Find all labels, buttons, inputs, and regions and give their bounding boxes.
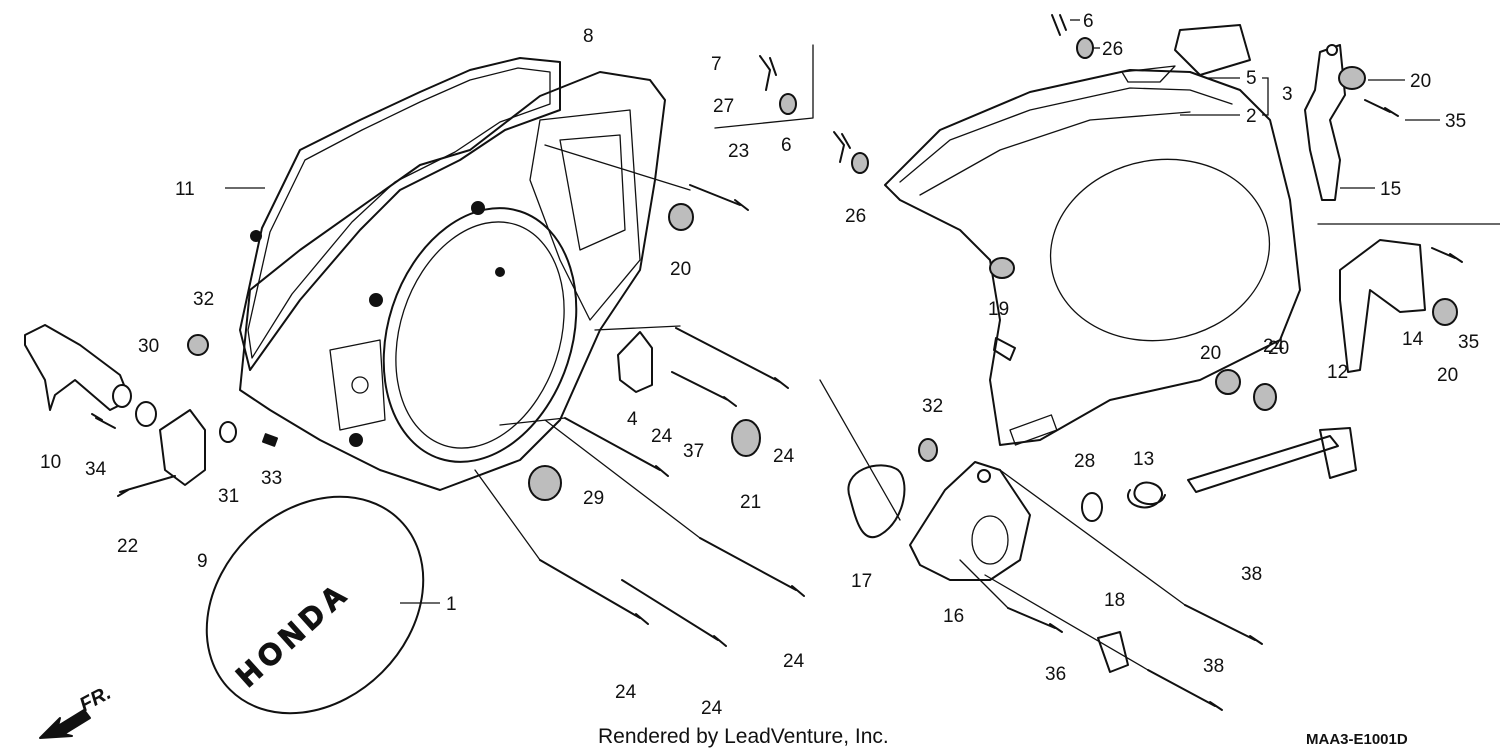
holder-part-9 [159, 409, 206, 486]
callout: 28 [1074, 451, 1095, 472]
callout: 14 [1402, 329, 1424, 350]
callout: 17 [851, 571, 872, 592]
left-crankcase-cover [239, 71, 666, 491]
front-direction-arrow [39, 709, 91, 739]
callout: 20 [670, 259, 691, 280]
callout: 6 [1083, 11, 1094, 32]
exploded-drawing: HONDA [24, 14, 1500, 739]
cover-opening-ring [382, 207, 578, 463]
callout: 38 [1203, 656, 1224, 677]
callout: 33 [261, 468, 282, 489]
callout: 19 [988, 299, 1009, 320]
callout: 5 [1246, 68, 1257, 89]
callout: 21 [740, 492, 761, 513]
callout: 34 [85, 459, 107, 480]
callout: 18 [1104, 590, 1125, 611]
footer-credit: Rendered by LeadVenture, Inc. [598, 725, 889, 748]
callout: 20 [1268, 338, 1289, 359]
callout: 32 [193, 289, 214, 310]
callout: 24 [783, 651, 805, 672]
callout: 27 [713, 96, 734, 117]
bracket-part-4 [617, 331, 653, 393]
callout: 22 [117, 536, 138, 557]
callout: 23 [728, 141, 749, 162]
callout: 36 [1045, 664, 1066, 685]
callout: 7 [711, 54, 722, 75]
callout: 26 [845, 206, 866, 227]
callout: 26 [1102, 39, 1123, 60]
callout: 4 [627, 409, 638, 430]
bracket-part-14 [1339, 239, 1426, 373]
callout: 15 [1380, 179, 1401, 200]
pipe-part-10 [24, 324, 131, 411]
callout: 3 [1282, 84, 1293, 105]
callout: 1 [446, 594, 457, 615]
brand-marking: HONDA [231, 575, 357, 693]
diagram-code: MAA3-E1001D [1306, 731, 1408, 748]
callout: 20 [1410, 71, 1431, 92]
callout: 35 [1445, 111, 1466, 132]
callout: 24 [651, 426, 673, 447]
callout: 30 [138, 336, 159, 357]
callout: 24 [773, 446, 795, 467]
callout: 24 [701, 698, 723, 719]
o-ring-part-17 [847, 464, 906, 539]
callout: 24 [1263, 336, 1285, 357]
callout: 24 [615, 682, 637, 703]
callout: 10 [40, 452, 61, 473]
callout: 29 [583, 488, 604, 509]
pad-part-5 [1174, 24, 1251, 76]
leader-lines [225, 19, 1440, 604]
callout-labels: 1 2 3 4 5 6 6 7 8 9 10 11 12 13 14 15 16… [40, 11, 1479, 719]
callout: 6 [781, 135, 792, 156]
callout: 2 [1246, 106, 1257, 127]
callout: 32 [922, 396, 943, 417]
callout: 20 [1200, 343, 1221, 364]
callout: 35 [1458, 332, 1479, 353]
crankcase-gasket-part-11 [239, 57, 561, 371]
callout: 31 [218, 486, 239, 507]
callout: 20 [1437, 365, 1458, 386]
callout: 13 [1133, 449, 1154, 470]
shift-shaft-part-12 [1187, 435, 1339, 493]
callout: 38 [1241, 564, 1262, 585]
callout: 16 [943, 606, 964, 627]
callout: 9 [197, 551, 208, 572]
callout: 8 [583, 26, 594, 47]
bracket-part-15 [1304, 44, 1346, 201]
callout: 11 [175, 179, 195, 200]
housing-part-16 [909, 461, 1031, 581]
callout: 37 [683, 441, 704, 462]
callout: 12 [1327, 362, 1348, 383]
cover-plate-part-1 [205, 495, 425, 715]
spring-part-13 [1127, 481, 1166, 509]
